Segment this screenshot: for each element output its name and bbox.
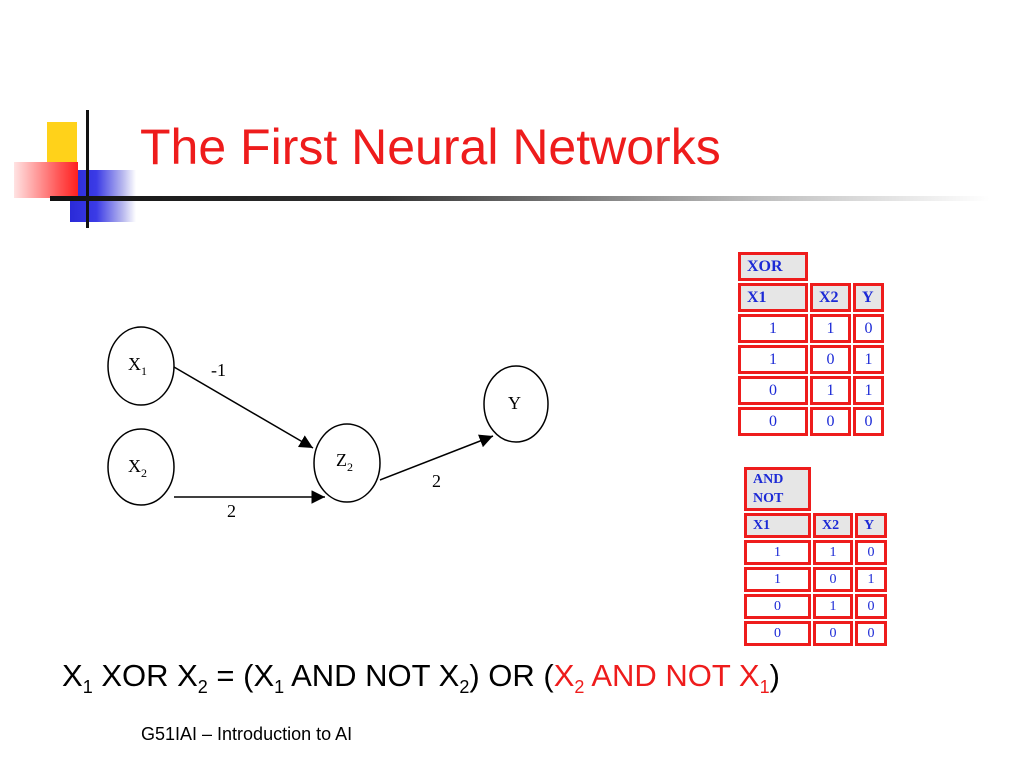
formula-sub: 1 [759,677,770,698]
svg-text:Z2: Z2 [336,450,353,474]
table-row: 1 1 0 [744,540,887,565]
and-not-truth-table: AND NOT X1 X2 Y 1 1 0 1 0 1 0 1 0 0 0 0 [742,465,889,648]
svg-text:Y: Y [508,393,521,413]
table-cell: 0 [855,540,887,565]
table-cell: 0 [738,376,808,405]
xor-header-x1: X1 [738,283,808,312]
formula-x: X [253,658,275,693]
formula-sub: 2 [197,677,208,698]
formula-op: ) OR ( [469,658,554,693]
edge-z2-y [379,434,494,481]
table-cell: 0 [855,594,887,619]
table-cell: 1 [813,594,853,619]
table-cell: 0 [855,621,887,646]
xor-header-x2: X2 [810,283,851,312]
node-x2 [107,428,175,506]
node-x2-label: X [128,456,141,476]
formula-x: X [553,658,575,693]
table-cell: 1 [744,540,811,565]
table-row: 0 1 0 [744,594,887,619]
node-z2-label: Z [336,450,347,470]
formula-x: X [62,658,83,693]
node-y [483,365,549,443]
node-x1-label: X [128,354,141,374]
table-cell: 1 [853,345,884,374]
svg-text:X1: X1 [128,354,147,378]
formula-x: X [177,658,198,693]
and-not-header-x2: X2 [813,513,853,538]
node-x1-sub: 1 [141,364,147,378]
formula-sub: 1 [82,677,93,698]
and-not-caption-line2: NOT [753,491,784,506]
formula-op: AND NOT [584,658,739,693]
table-cell: 1 [855,567,887,592]
table-cell: 0 [853,407,884,436]
xor-header-y: Y [853,283,884,312]
deco-red-square [14,162,78,198]
table-cell: 0 [813,567,853,592]
table-cell: 0 [744,594,811,619]
table-cell: 1 [744,567,811,592]
and-not-header-y: Y [855,513,887,538]
title-divider [50,196,990,201]
formula-op: AND NOT [284,658,439,693]
deco-yellow-square [47,122,77,167]
slide-footer: G51IAI – Introduction to AI [141,724,353,744]
formula-op: XOR [92,658,178,693]
node-z2-sub: 2 [347,460,353,474]
xor-formula: X1 XOR X2 = (X1 AND NOT X2) OR (X2 AND N… [62,658,780,698]
weight-x2-z2: 2 [227,501,236,521]
table-cell: 0 [853,314,884,343]
table-cell: 0 [813,621,853,646]
table-row: 1 0 1 [738,345,884,374]
weight-x1-z2: -1 [211,360,226,380]
table-cell: 1 [810,314,851,343]
table-row: 1 0 1 [744,567,887,592]
table-row: 0 1 1 [738,376,884,405]
xor-table-caption: XOR [738,252,808,281]
table-cell: 1 [810,376,851,405]
edge-x1-z2 [173,366,314,449]
node-z2 [313,423,381,503]
weight-z2-y: 2 [432,471,441,491]
node-y-label: Y [508,393,521,413]
deco-vertical-line [86,110,89,228]
table-row: 1 1 0 [738,314,884,343]
and-not-table-caption: AND NOT [744,467,811,511]
and-not-header-x1: X1 [744,513,811,538]
xor-truth-table: XOR X1 X2 Y 1 1 0 1 0 1 0 1 1 0 0 0 [736,250,886,438]
page-title: The First Neural Networks [140,119,721,175]
table-cell: 1 [738,314,808,343]
table-row: 0 0 0 [738,407,884,436]
and-not-caption-line1: AND [753,472,784,487]
formula-x: X [438,658,460,693]
table-cell: 1 [738,345,808,374]
node-x2-sub: 2 [141,466,147,480]
formula-sub: 2 [574,677,585,698]
formula-x: X [738,658,760,693]
table-row: 0 0 0 [744,621,887,646]
table-cell: 0 [810,345,851,374]
formula-op: = ( [207,658,254,693]
formula-sub: 2 [459,677,470,698]
node-x1 [107,326,175,406]
table-cell: 0 [810,407,851,436]
table-cell: 0 [744,621,811,646]
table-cell: 0 [738,407,808,436]
formula-op: ) [769,658,780,693]
table-cell: 1 [853,376,884,405]
svg-text:X2: X2 [128,456,147,480]
table-cell: 1 [813,540,853,565]
formula-sub: 1 [274,677,285,698]
